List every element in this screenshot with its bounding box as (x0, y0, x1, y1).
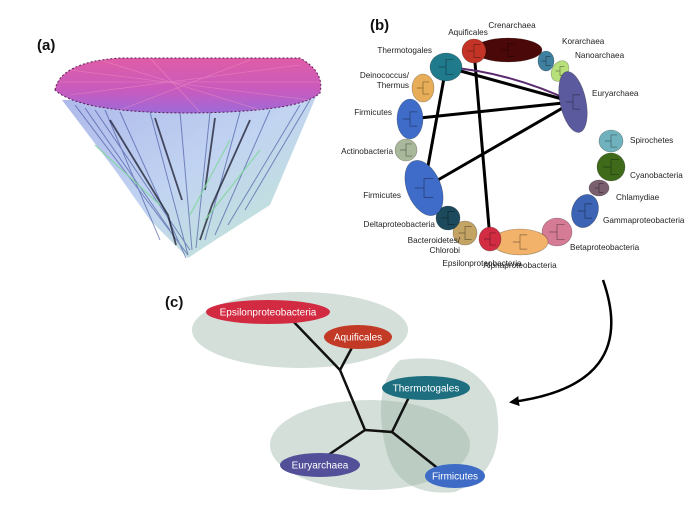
panel-c: (c) Epsilonproteobacteria Aquificales Th… (165, 292, 499, 493)
group-spirochetes-node (598, 129, 624, 153)
group-crenarchaea-subtree (501, 43, 515, 57)
node-euryarchaea-label: Euryarchaea (292, 461, 349, 472)
tree-node-firmicutes: Firmicutes (425, 464, 485, 488)
group-deinococcus-thermus-subtree (416, 81, 430, 95)
group-deinococcus-thermus-label: Deinococcus/Thermus (360, 71, 410, 90)
connection-aquificales-epsilonproteobacteria (472, 50, 492, 240)
network-cone-graphic (54, 57, 322, 259)
connection-firmicutes-lower-euryarchaea (423, 100, 574, 190)
panel-a-label: (a) (37, 37, 55, 54)
group-thermotogales-node (429, 52, 463, 82)
connection-firmicutes-upper-euryarchaea (409, 100, 574, 121)
group-gammaproteobacteria-subtree (577, 203, 593, 219)
group-thermotogales-subtree (438, 58, 454, 76)
panel-c-label: (c) (165, 294, 183, 311)
group-korarchaea-label: Korarchaea (562, 37, 605, 46)
group-betaproteobacteria-label: Betaproteobacteria (570, 243, 640, 252)
group-deltaproteobacteria-subtree (441, 211, 455, 225)
group-deltaproteobacteria-label: Deltaproteobacteria (364, 220, 436, 229)
tree-node-aquificales: Aquificales (324, 325, 392, 349)
group-chlamydiae-node (588, 179, 610, 197)
panel-b-label: (b) (370, 17, 389, 34)
group-korarchaea-node (537, 50, 555, 72)
group-deinococcus-thermus-node (411, 73, 435, 103)
panel-b-group-nodes (394, 37, 626, 256)
group-gammaproteobacteria-node (571, 194, 599, 228)
group-aquificales-label: Aquificales (448, 28, 488, 37)
group-epsilonproteobacteria-subtree (483, 232, 497, 246)
group-actinobacteria-label: Actinobacteria (341, 147, 393, 156)
group-firmicutes-lower-label: Firmicutes (363, 191, 401, 200)
group-firmicutes-lower-node (404, 160, 444, 216)
tree-node-euryarchaea: Euryarchaea (280, 453, 360, 477)
group-spirochetes-subtree (604, 134, 618, 148)
group-aquificales-node (461, 38, 487, 64)
tree-node-epsilonproteobacteria: Epsilonproteobacteria (206, 300, 330, 324)
group-euryarchaea-subtree (565, 94, 581, 110)
group-chlamydiae-subtree (594, 183, 604, 193)
group-bacteroidetes-chlorobi-subtree (458, 226, 472, 240)
group-firmicutes-upper-subtree (402, 111, 418, 127)
group-bacteroidetes-chlorobi-label: Bacteroidetes/Chlorobi (408, 236, 461, 255)
group-cyanobacteria-node (596, 152, 626, 182)
group-chlamydiae-label: Chlamydiae (616, 193, 660, 202)
group-aquificales-subtree (467, 44, 481, 58)
group-spirochetes-label: Spirochetes (630, 136, 673, 145)
group-firmicutes-lower-subtree (414, 178, 434, 198)
tree-branches (288, 316, 442, 472)
group-euryarchaea-label: Euryarchaea (592, 89, 639, 98)
group-korarchaea-subtree (541, 56, 551, 66)
group-epsilonproteobacteria-label: Epsilonproteobacteria (442, 259, 522, 268)
group-actinobacteria-subtree (399, 143, 413, 157)
group-deltaproteobacteria-node (435, 205, 461, 231)
tree-node-thermotogales: Thermotogales (382, 376, 470, 400)
node-epsilonproteobacteria-ellipse (206, 300, 330, 324)
group-crenarchaea-label: Crenarchaea (488, 21, 536, 30)
group-bacteroidetes-chlorobi-node (452, 220, 478, 246)
group-epsilonproteobacteria-node (478, 226, 502, 252)
group-cyanobacteria-label: Cyanobacteria (630, 171, 683, 180)
group-alphaproteobacteria-label: Alphaproteobacteria (483, 261, 557, 270)
node-aquificales-ellipse (324, 325, 392, 349)
group-actinobacteria-node (394, 138, 418, 162)
node-euryarchaea-ellipse (280, 453, 360, 477)
group-betaproteobacteria-node (541, 217, 573, 247)
connection-thermotogales-euryarchaea (445, 65, 574, 104)
node-aquificales-label: Aquificales (334, 333, 382, 344)
group-nanoarchaea-label: Nanoarchaea (575, 51, 625, 60)
node-thermotogales-label: Thermotogales (393, 384, 460, 395)
panel-b: (b) CrenarchaeaKorarchaeaNanoarchaeaEury… (341, 17, 685, 270)
group-gammaproteobacteria-label: Gammaproteobacteria (603, 216, 685, 225)
node-thermotogales-ellipse (382, 376, 470, 400)
panel-a: (a) (37, 37, 322, 259)
node-epsilonproteobacteria-label: Epsilonproteobacteria (220, 308, 317, 319)
group-alphaproteobacteria-subtree (512, 234, 528, 250)
group-betaproteobacteria-subtree (549, 223, 565, 241)
group-cyanobacteria-subtree (603, 158, 619, 176)
group-firmicutes-upper-node (396, 98, 424, 140)
node-firmicutes-label: Firmicutes (432, 472, 478, 483)
flow-arrow (509, 279, 613, 407)
group-euryarchaea-node (558, 71, 588, 133)
panel-b-group-labels: CrenarchaeaKorarchaeaNanoarchaeaEuryarch… (341, 21, 685, 270)
group-thermotogales-label: Thermotogales (377, 46, 432, 55)
node-firmicutes-ellipse (425, 464, 485, 488)
group-firmicutes-upper-label: Firmicutes (354, 108, 392, 117)
